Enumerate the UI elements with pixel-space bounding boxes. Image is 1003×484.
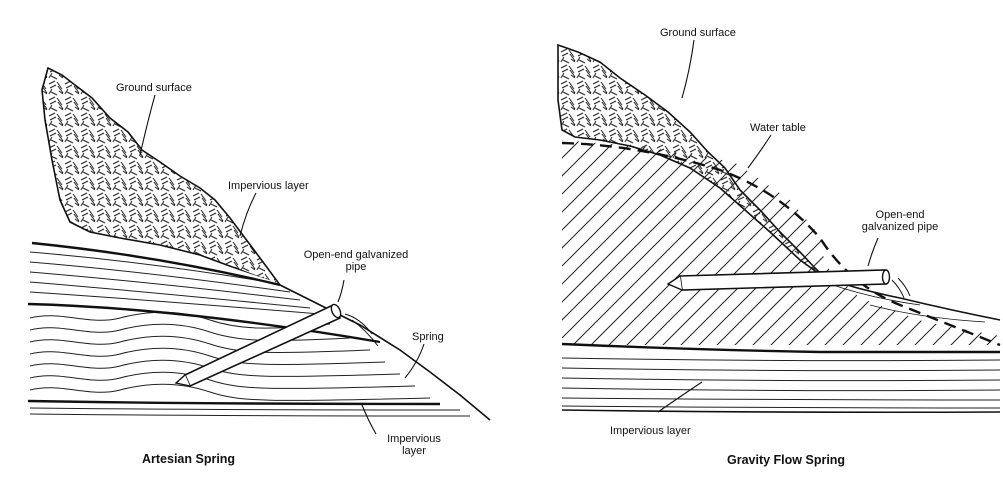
left-impervious-bottom-label: Impervious layer [376,433,452,457]
left-impervious-bottom-line2: layer [376,445,452,457]
right-impervious-layer-label: Impervious layer [610,425,691,437]
left-impervious-layer-label: Impervious layer [228,180,309,192]
left-spring-label: Spring [412,331,444,343]
left-ground-surface-label: Ground surface [116,82,192,94]
right-saturated-zone [560,130,1003,350]
right-pipe-label-line1: Open-end [850,209,950,221]
left-pipe-label-line2: pipe [294,261,418,273]
left-caption: Artesian Spring [142,452,235,466]
left-diagram [28,68,500,434]
right-ground-surface-label: Ground surface [660,27,736,39]
left-pipe-label: Open-end galvanized pipe [294,249,418,273]
left-impervious-bottom-line1: Impervious [376,433,452,445]
left-pipe-label-line1: Open-end galvanized [294,249,418,261]
right-impervious-strata [562,358,1000,408]
right-caption: Gravity Flow Spring [727,453,845,467]
right-pipe-label: Open-end galvanized pipe [850,209,950,233]
water-table-label: Water table [750,122,806,134]
right-pipe-label-line2: galvanized pipe [850,221,950,233]
